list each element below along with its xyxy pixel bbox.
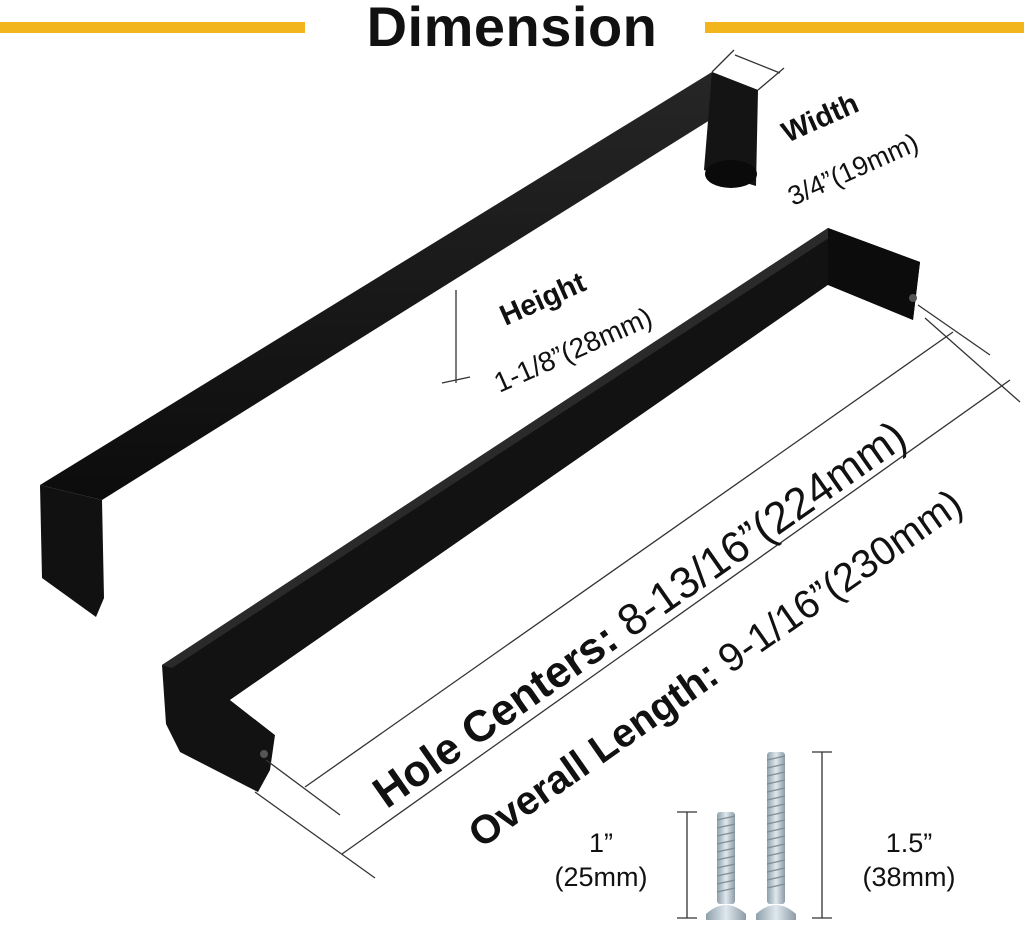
accent-bar-right [705, 22, 1024, 33]
screw-long-dimension: 1.5” (38mm) [844, 826, 974, 894]
handle-top-view [40, 72, 758, 617]
accent-bar-left [0, 22, 305, 33]
screw-short-icon [706, 812, 746, 920]
page-title: Dimension [366, 0, 658, 58]
screw-short-dimension: 1” (25mm) [536, 826, 666, 894]
handle-side-view [162, 228, 920, 792]
screw-short-mm: (25mm) [554, 862, 648, 892]
screw-short-inch: 1” [588, 828, 613, 858]
dimension-lines [254, 49, 1021, 919]
screw-long-mm: (38mm) [862, 862, 956, 892]
screw-long-icon [756, 752, 796, 920]
screw-long-inch: 1.5” [885, 828, 933, 858]
